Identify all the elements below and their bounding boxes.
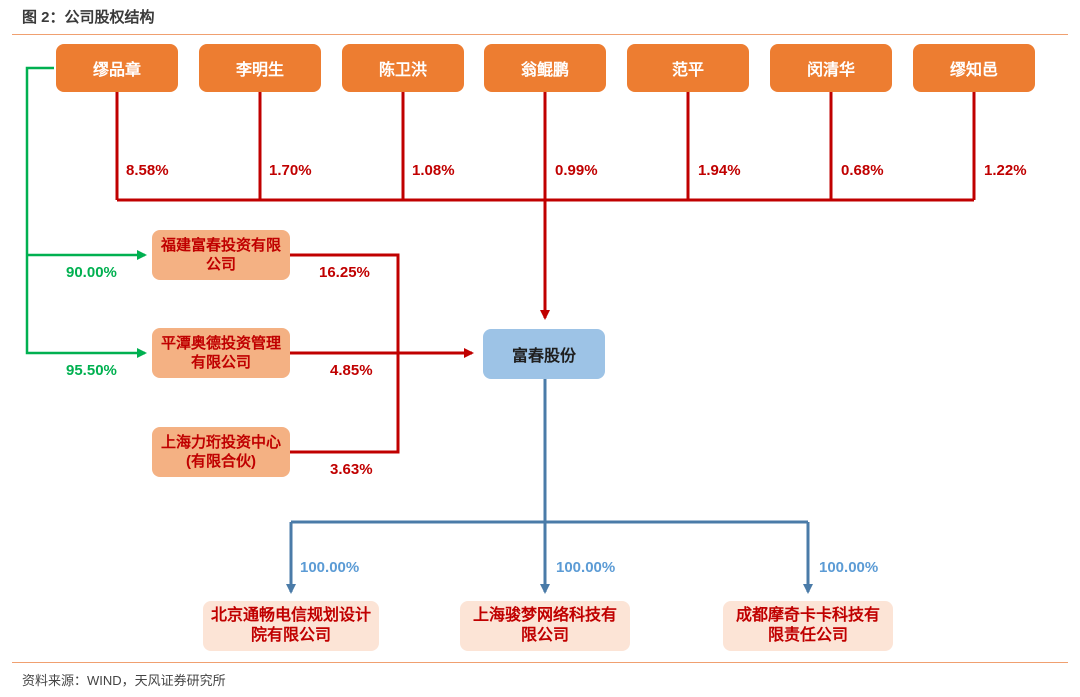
shareholder-pct: 1.08% (412, 162, 455, 179)
subsidiary-pct: 100.00% (300, 559, 360, 576)
subsidiary-pct: 100.00% (556, 559, 616, 576)
fund-box: 福建富春投资有限公司 (152, 230, 290, 280)
shareholder-box: 缪品章 (56, 44, 178, 92)
shareholder-box: 范平 (627, 44, 749, 92)
bottom-divider (12, 662, 1068, 663)
shareholder-pct: 1.94% (698, 162, 741, 179)
fund-box: 平潭奥德投资管理有限公司 (152, 328, 290, 378)
shareholder-pct: 8.58% (126, 162, 169, 179)
control-pct: 90.00% (66, 264, 117, 281)
shareholder-box: 缪知邑 (913, 44, 1035, 92)
figure-title: 图 2：公司股权结构 (22, 9, 155, 26)
fund-box: 上海力珩投资中心(有限合伙) (152, 427, 290, 477)
shareholder-box: 李明生 (199, 44, 321, 92)
shareholder-box: 翁鲲鹏 (484, 44, 606, 92)
fund-pct: 16.25% (319, 264, 370, 281)
top-divider (12, 34, 1068, 35)
control-lines (25, 66, 147, 358)
company-box: 富春股份 (483, 329, 605, 379)
shareholder-pct: 1.22% (984, 162, 1027, 179)
shareholder-pct: 0.68% (841, 162, 884, 179)
shareholder-box: 闵清华 (770, 44, 892, 92)
fund-pct: 4.85% (330, 362, 373, 379)
subsidiary-lines (286, 379, 813, 594)
shareholder-lines (115, 92, 976, 320)
shareholder-pct: 1.70% (269, 162, 312, 179)
source-note: 资料来源：WIND，天风证券研究所 (22, 673, 226, 688)
shareholder-pct: 0.99% (555, 162, 598, 179)
shareholder-box: 陈卫洪 (342, 44, 464, 92)
control-pct: 95.50% (66, 362, 117, 379)
fund-pct: 3.63% (330, 461, 373, 478)
fund-lines (290, 253, 474, 454)
subsidiary-box: 成都摩奇卡卡科技有限责任公司 (723, 601, 893, 651)
subsidiary-box: 北京通畅电信规划设计院有限公司 (203, 601, 379, 651)
subsidiary-pct: 100.00% (819, 559, 879, 576)
subsidiary-box: 上海骏梦网络科技有限公司 (460, 601, 630, 651)
